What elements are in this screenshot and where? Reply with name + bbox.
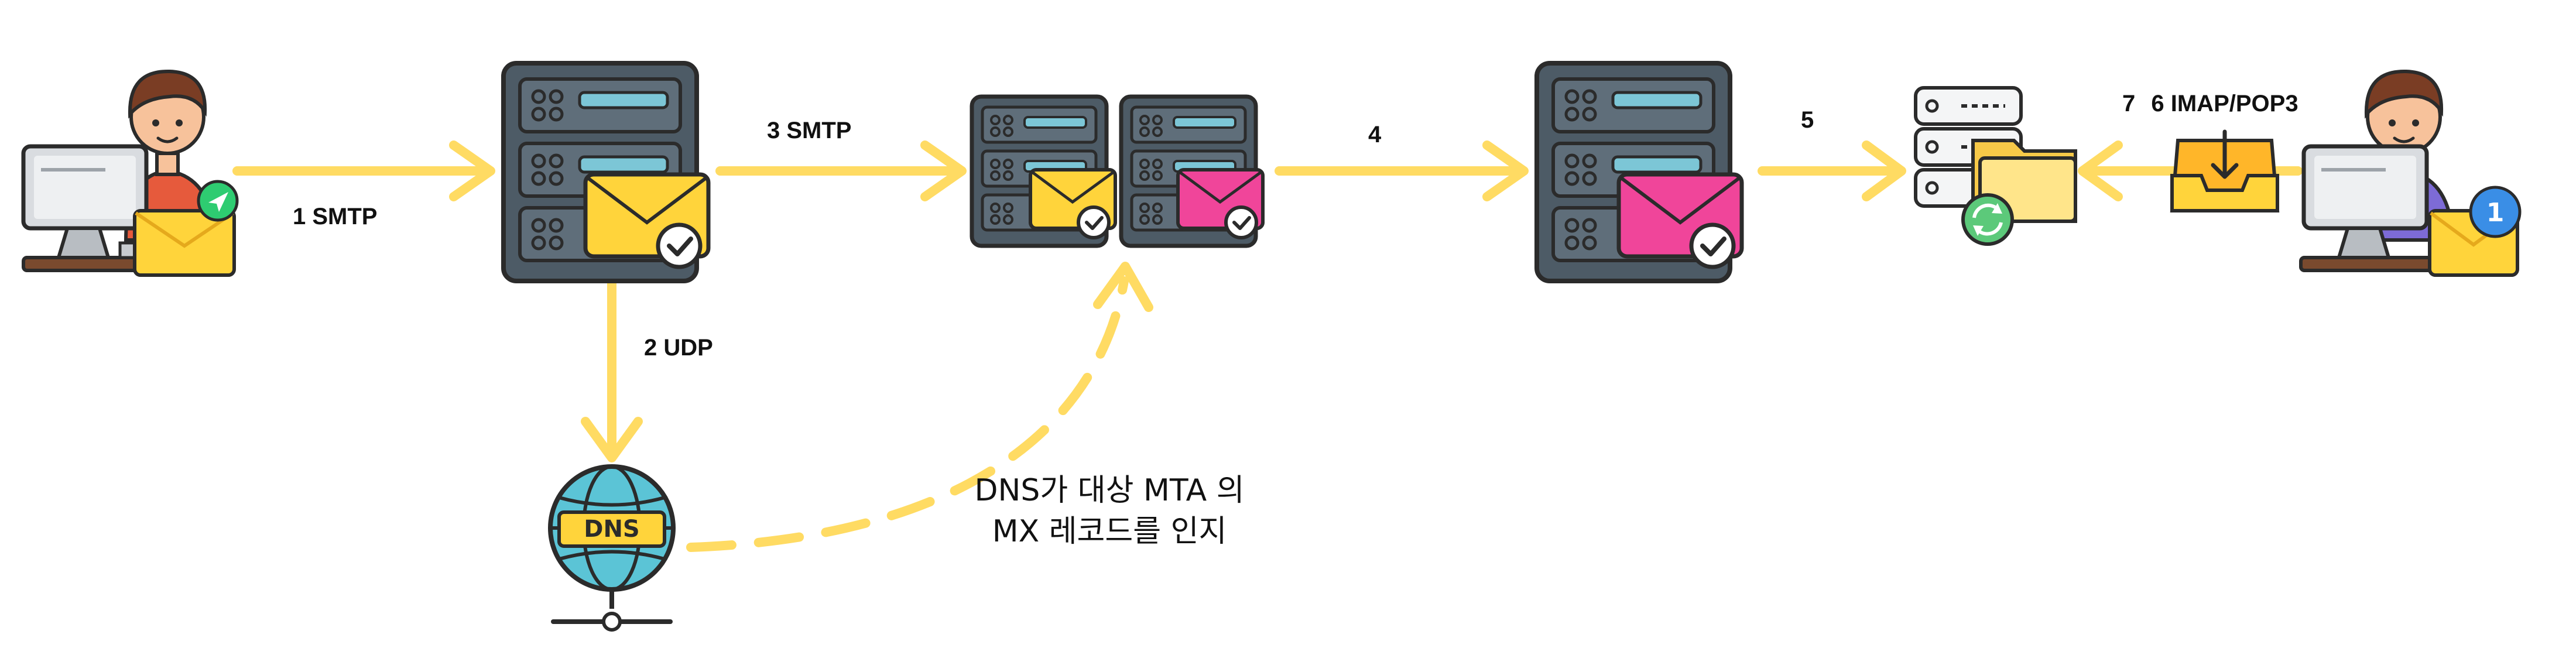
notification-badge-count: 1 (2486, 198, 2505, 228)
sync-icon (1961, 193, 2014, 246)
inbox-tray-icon (2170, 129, 2280, 212)
arrow-dns-response (686, 262, 1153, 552)
dns-globe-icon: DNS (548, 464, 676, 632)
sender-envelope-icon (133, 209, 236, 277)
label-step6: 6 IMAP/POP3 (2151, 91, 2298, 116)
label-step3: 3 SMTP (767, 118, 851, 143)
arrow-step2 (581, 279, 643, 462)
label-step7: 7 (2122, 91, 2135, 116)
arrow-step5 (1758, 140, 1906, 201)
arrow-step1 (232, 140, 495, 201)
label-step1: 1 SMTP (293, 204, 377, 229)
dns-icon-text: DNS (584, 516, 640, 543)
dns-note-line2: MX 레코드를 인지 (992, 514, 1227, 549)
label-step4: 4 (1368, 122, 1382, 148)
arrow-step4 (1275, 140, 1529, 201)
label-step5: 5 (1801, 107, 1814, 133)
receiver-mta-check-icon (1689, 222, 1736, 269)
dns-note-line1: DNS가 대상 MTA 의 (974, 473, 1244, 508)
notification-badge: 1 (2469, 186, 2522, 238)
label-step2: 2 UDP (644, 335, 713, 361)
relay-server-left-icon (970, 94, 1117, 248)
arrow-step3 (715, 140, 967, 201)
relay-server-right-icon (1119, 94, 1265, 248)
sender-mta-check-icon (656, 222, 703, 269)
send-badge-icon (197, 180, 239, 222)
